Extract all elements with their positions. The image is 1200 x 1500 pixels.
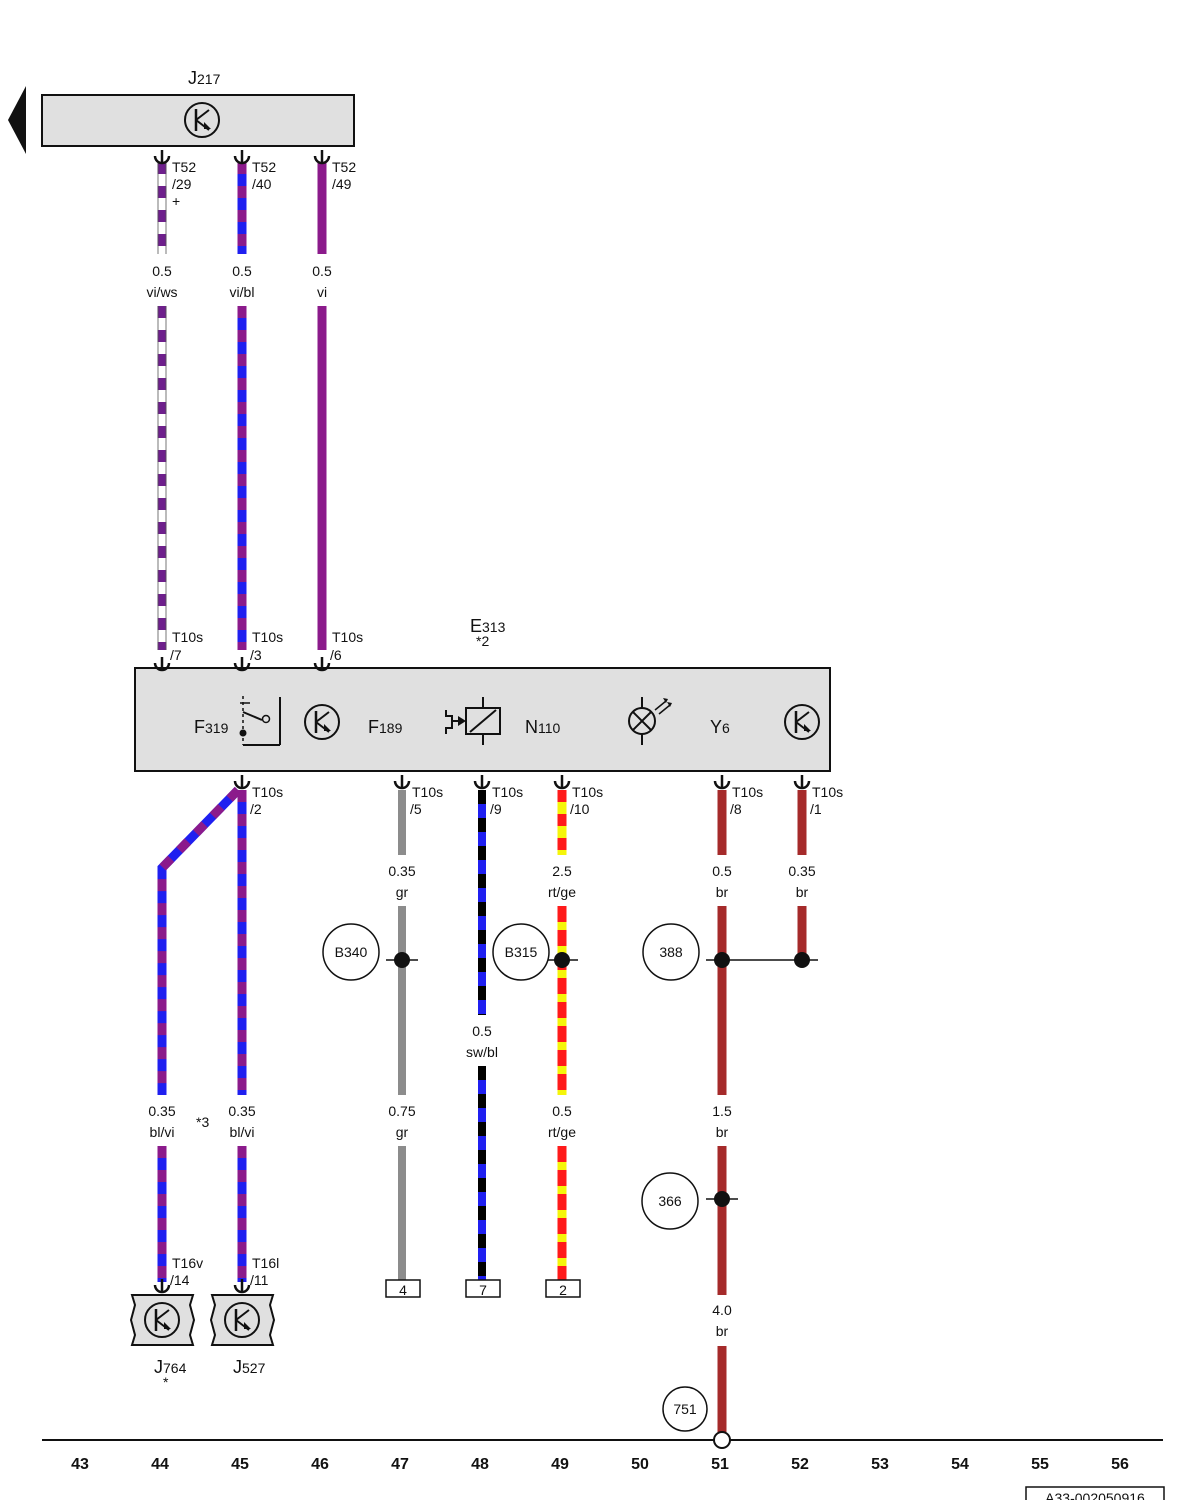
pin-label-t10s-1: T10s/1 bbox=[810, 784, 843, 817]
pin-label-t10s-3: T10s/3 bbox=[250, 629, 283, 663]
component-box-e313: F319 F189 N110 Y6 bbox=[134, 667, 831, 772]
column-number: 53 bbox=[871, 1456, 889, 1473]
ground-connection-icon bbox=[713, 1431, 731, 1449]
svg-text:366: 366 bbox=[658, 1193, 682, 1209]
column-number: 51 bbox=[711, 1456, 729, 1473]
continuation-arrow-icon bbox=[8, 86, 26, 154]
component-label-e313: E313 bbox=[470, 616, 506, 636]
column-number: 54 bbox=[951, 1456, 969, 1473]
terminal-7: 7 bbox=[465, 1279, 501, 1298]
plug-icon bbox=[473, 773, 491, 790]
svg-text:2: 2 bbox=[559, 1282, 567, 1298]
pin-label-t10s-10: T10s/10 bbox=[570, 784, 603, 817]
note-label-star: * bbox=[163, 1374, 169, 1390]
wire-segment-44-upper bbox=[157, 162, 167, 650]
pin-label-t10s-6: T10s/6 bbox=[330, 629, 363, 663]
pin-label-t52-40: T52/40 bbox=[252, 159, 276, 192]
column-number: 44 bbox=[151, 1456, 169, 1473]
plug-icon bbox=[313, 148, 331, 165]
plug-icon bbox=[713, 773, 731, 790]
control-unit-j527: J527 bbox=[209, 1294, 276, 1377]
pin-label-t10s-2: T10s/2 bbox=[250, 784, 283, 817]
component-label-f319: F319 bbox=[194, 717, 229, 737]
control-unit-j217: J217 bbox=[41, 68, 355, 147]
pin-label-t52-29: T52/29+ bbox=[172, 159, 196, 209]
lamp-icon bbox=[628, 697, 672, 745]
plug-icon bbox=[153, 655, 171, 672]
svg-text:388: 388 bbox=[659, 944, 683, 960]
plug-icon bbox=[153, 148, 171, 165]
plug-icon bbox=[233, 773, 251, 790]
splice-b340: B340 bbox=[322, 923, 418, 981]
svg-text:A33-002050916: A33-002050916 bbox=[1045, 1490, 1145, 1500]
column-number: 43 bbox=[71, 1456, 89, 1473]
component-label-j764: J764 bbox=[154, 1357, 187, 1377]
column-numbers: 43 44 45 46 47 48 49 50 51 52 53 54 55 5… bbox=[71, 1456, 1129, 1473]
column-number: 45 bbox=[231, 1456, 249, 1473]
column-number: 52 bbox=[791, 1456, 809, 1473]
wire-segment-44-lower bbox=[157, 786, 242, 1282]
pin-label-t52-49: T52/49 bbox=[332, 159, 356, 192]
plug-icon bbox=[313, 655, 331, 672]
component-label-y6: Y6 bbox=[710, 717, 730, 737]
pin-label-t16l-11: T16l/11 bbox=[250, 1255, 279, 1288]
splice-366: 366 bbox=[641, 1172, 738, 1230]
column-number: 50 bbox=[631, 1456, 649, 1473]
pin-label-t16v-14: T16v/14 bbox=[170, 1255, 203, 1288]
svg-text:4: 4 bbox=[399, 1282, 407, 1298]
column-number: 48 bbox=[471, 1456, 489, 1473]
splice-b315: B315 bbox=[492, 923, 578, 981]
plug-icon bbox=[233, 655, 251, 672]
plug-icon bbox=[153, 1277, 171, 1294]
ground-point-751: 751 bbox=[662, 1386, 708, 1432]
column-number: 55 bbox=[1031, 1456, 1049, 1473]
pin-label-t10s-9: T10s/9 bbox=[490, 784, 523, 817]
plug-icon bbox=[233, 148, 251, 165]
column-number: 46 bbox=[311, 1456, 329, 1473]
component-label-f189: F189 bbox=[368, 717, 403, 737]
svg-text:B340: B340 bbox=[335, 944, 368, 960]
plug-icon bbox=[393, 773, 411, 790]
terminal-4: 4 bbox=[385, 1279, 421, 1298]
splice-388: 388 bbox=[642, 923, 818, 981]
terminal-2: 2 bbox=[545, 1279, 581, 1298]
switch-icon bbox=[239, 696, 281, 746]
pin-label-t10s-7: T10s/7 bbox=[170, 629, 203, 663]
column-number: 49 bbox=[551, 1456, 569, 1473]
plug-icon bbox=[233, 1277, 251, 1294]
svg-text:7: 7 bbox=[479, 1282, 487, 1298]
plug-icon bbox=[793, 773, 811, 790]
component-label-j527: J527 bbox=[233, 1357, 266, 1377]
pin-label-t10s-8: T10s/8 bbox=[730, 784, 763, 817]
note-label-2: *2 bbox=[476, 633, 489, 649]
control-unit-j764: J764 * bbox=[129, 1294, 196, 1390]
plug-icon bbox=[553, 773, 571, 790]
svg-text:751: 751 bbox=[673, 1401, 697, 1417]
svg-text:B315: B315 bbox=[505, 944, 538, 960]
component-label-n110: N110 bbox=[525, 717, 561, 737]
column-number: 56 bbox=[1111, 1456, 1129, 1473]
pin-label-t10s-5: T10s/5 bbox=[410, 784, 443, 817]
document-id: A33-002050916 bbox=[1025, 1486, 1165, 1500]
note-label-3: *3 bbox=[196, 1114, 209, 1130]
svg-text:J217: J217 bbox=[188, 68, 221, 88]
solenoid-icon bbox=[445, 697, 501, 745]
column-number: 47 bbox=[391, 1456, 409, 1473]
